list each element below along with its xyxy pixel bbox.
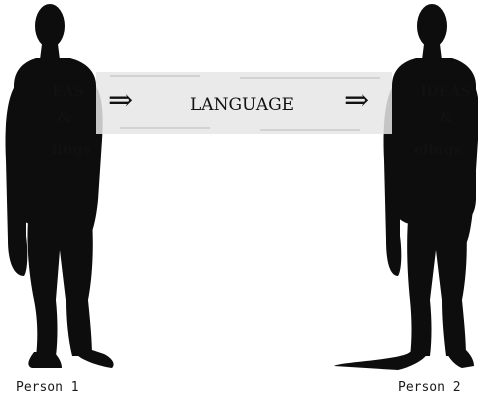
- person-1-figure: [6, 4, 114, 368]
- arrow-icon-left: ⇒: [108, 83, 133, 118]
- person-1-label: Person 1: [16, 380, 79, 395]
- language-label: LANGUAGE: [190, 95, 294, 115]
- person-1-feelings-text: lings: [52, 142, 91, 158]
- person-2-feelings-text: elings: [414, 142, 462, 158]
- arrow-icon-right: ⇒: [344, 83, 369, 118]
- person-2-figure: [334, 4, 478, 370]
- person-2-ampersand-text: &: [440, 110, 453, 126]
- person-1-ideas-text: EAS: [52, 84, 84, 100]
- person-2-label: Person 2: [398, 380, 461, 395]
- person-1-ampersand-text: &: [58, 110, 71, 126]
- person-2-ideas-text: IDEAS: [420, 84, 470, 100]
